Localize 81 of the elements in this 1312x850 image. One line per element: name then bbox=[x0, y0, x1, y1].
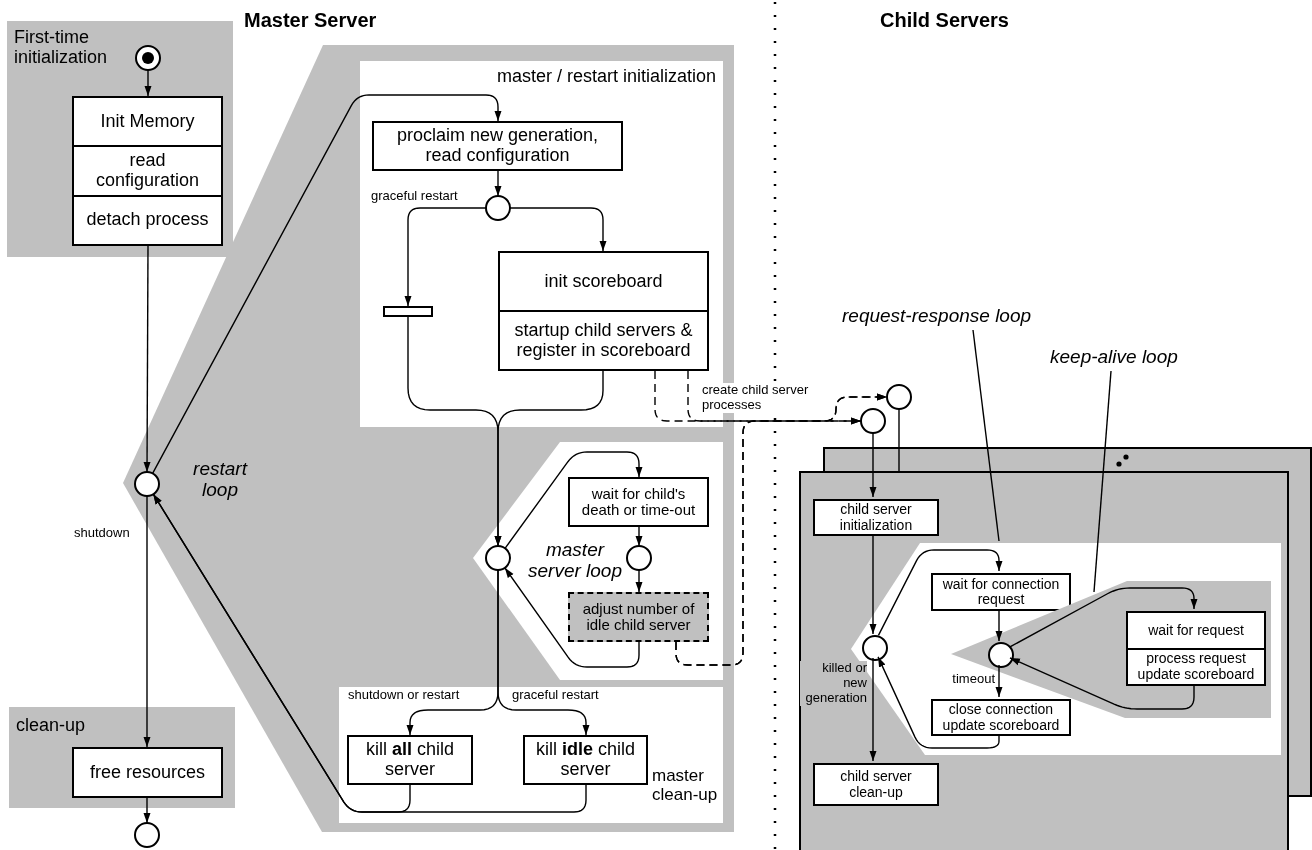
arrow bbox=[1009, 657, 1195, 710]
activity-text: adjust number of idle child server bbox=[581, 598, 696, 635]
arrow bbox=[869, 432, 877, 498]
activity-text: kill idle child server bbox=[534, 738, 636, 781]
group-panel bbox=[339, 687, 723, 823]
arrow bbox=[635, 526, 643, 547]
arrow bbox=[144, 69, 152, 97]
activity-text: child server clean-up bbox=[839, 767, 913, 802]
arrow bbox=[877, 549, 1003, 636]
column-heading: Child Servers bbox=[880, 9, 1009, 32]
loop-label: restart loop bbox=[192, 458, 249, 501]
activity-text: detach process bbox=[74, 194, 221, 244]
activity-text: wait for connection request bbox=[941, 575, 1061, 609]
activity-box bbox=[347, 735, 473, 785]
arrow bbox=[143, 245, 151, 473]
arrow bbox=[869, 533, 877, 635]
loop-label: request-response loop bbox=[842, 305, 1062, 330]
group-label: clean-up bbox=[16, 715, 87, 736]
loop-region bbox=[473, 442, 723, 680]
arrow bbox=[504, 567, 640, 668]
activity-text: init scoreboard bbox=[543, 269, 664, 293]
junction-circle bbox=[134, 822, 160, 848]
arrow bbox=[995, 608, 1003, 642]
column-heading: Master Server bbox=[244, 9, 377, 32]
leader-line bbox=[972, 329, 1000, 542]
arrow bbox=[675, 393, 888, 666]
arrow bbox=[404, 207, 487, 307]
edge-label: killed or new generation bbox=[800, 661, 867, 706]
arrow bbox=[497, 569, 590, 736]
activity-box bbox=[372, 121, 623, 171]
activity-box bbox=[813, 499, 939, 536]
arrow bbox=[151, 94, 502, 475]
arrow bbox=[504, 451, 643, 549]
group-panel bbox=[9, 707, 235, 808]
child-server-frame bbox=[799, 471, 1289, 850]
activity-box bbox=[931, 699, 1071, 736]
activity-text: process request update scoreboard bbox=[1128, 647, 1264, 684]
arrow bbox=[1008, 587, 1198, 648]
activity-box bbox=[568, 592, 709, 642]
junction-circle bbox=[886, 384, 912, 410]
arrow bbox=[494, 370, 604, 547]
activity-box bbox=[1126, 611, 1266, 686]
activity-box bbox=[813, 763, 939, 806]
group-panel bbox=[7, 21, 233, 257]
activity-box bbox=[72, 96, 223, 246]
arrow bbox=[509, 207, 607, 252]
loop-label: keep-alive loop bbox=[1050, 346, 1206, 371]
arrow bbox=[635, 569, 643, 593]
activity-text: Init Memory bbox=[99, 109, 196, 133]
arrow bbox=[877, 656, 1000, 749]
arrow bbox=[143, 797, 151, 824]
activity-text: close connection update scoreboard bbox=[941, 701, 1061, 734]
arrow bbox=[494, 170, 502, 197]
activity-text: proclaim new generation, read configuration bbox=[395, 124, 600, 167]
activity-text: wait for request bbox=[1147, 620, 1245, 640]
activity-text: kill all child server bbox=[364, 738, 455, 781]
activity-text: read configuration bbox=[74, 145, 221, 195]
group-label: First-time initialization bbox=[14, 27, 109, 68]
arrow bbox=[143, 495, 151, 748]
activity-text: startup child servers & register in scoreboard bbox=[500, 310, 707, 369]
leader-line bbox=[1093, 370, 1112, 593]
junction-circle bbox=[485, 195, 511, 221]
group-label: master clean-up bbox=[652, 766, 719, 805]
loop-label: master server loop bbox=[527, 539, 623, 582]
activity-text: wait for child's death or time-out bbox=[580, 483, 697, 520]
initial-node bbox=[135, 45, 161, 71]
activity-box bbox=[72, 747, 223, 798]
arrow bbox=[654, 370, 862, 425]
activity-box bbox=[931, 573, 1071, 611]
sync-bar bbox=[383, 306, 433, 317]
activity-text: child server initialization bbox=[838, 501, 914, 534]
arrow bbox=[869, 657, 877, 762]
activity-box bbox=[568, 477, 709, 527]
connector-line bbox=[898, 408, 900, 472]
arrow bbox=[995, 664, 1003, 698]
activity-box bbox=[498, 251, 709, 371]
activity-box bbox=[523, 735, 648, 785]
group-label: master / restart initialization bbox=[495, 66, 716, 87]
arrow bbox=[152, 493, 587, 813]
activity-text: free resources bbox=[88, 760, 207, 784]
junction-circle bbox=[860, 408, 886, 434]
